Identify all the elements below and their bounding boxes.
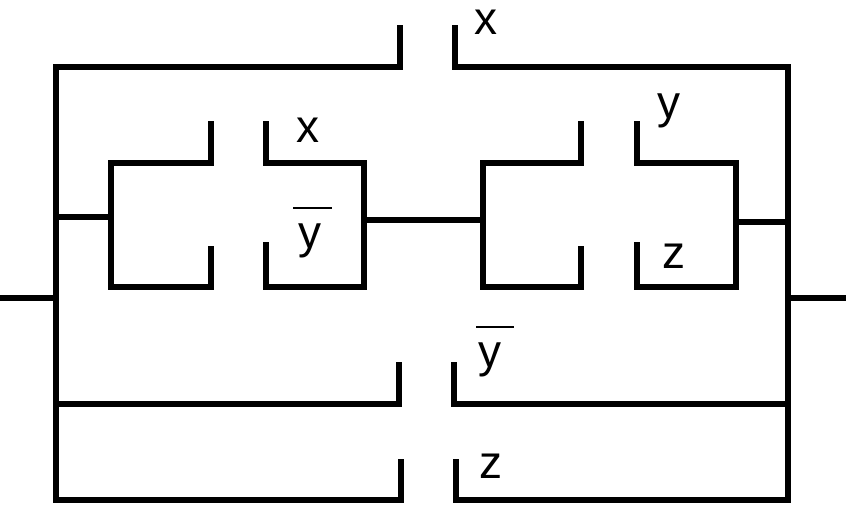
top-branch: x (53, 0, 791, 70)
switch-label-top-x: x (474, 0, 497, 44)
third-branch: y (53, 325, 791, 407)
switch-label-z: z (662, 226, 685, 278)
switch-label-bottom-z: z (479, 436, 502, 488)
switch-label-third-y-bar: y (478, 325, 501, 377)
switch-label-y: y (657, 76, 680, 128)
middle-branch: x y y z (53, 76, 791, 290)
right-parallel-block: y z (480, 76, 739, 290)
switch-label-y-bar: y (298, 206, 321, 258)
switch-label-x: x (296, 100, 319, 152)
left-parallel-block: x y (108, 100, 367, 290)
bottom-branch: z (53, 436, 791, 503)
